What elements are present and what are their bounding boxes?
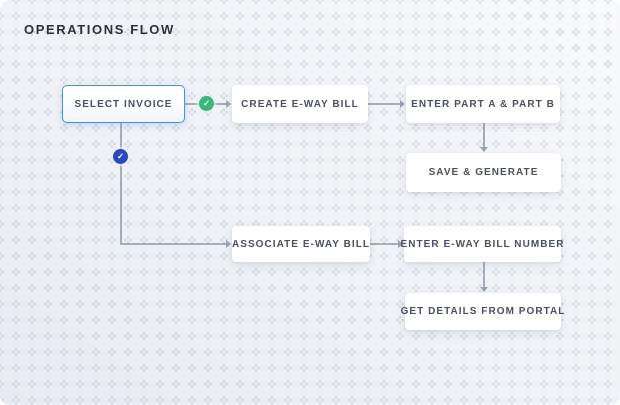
- node-get-details-from-portal[interactable]: GET DETAILS FROM PORTAL: [401, 293, 564, 330]
- node-enter-eway-bill-number[interactable]: ENTER E-WAY BILL NUMBER: [401, 226, 563, 262]
- edge-associate-to-number: [370, 243, 398, 245]
- edge-elbow-to-associate: [120, 243, 226, 245]
- check-icon-create-path: ✓: [199, 96, 214, 111]
- edge-create-to-enter-part: [368, 103, 400, 105]
- node-create-eway-bill[interactable]: CREATE E-WAY BILL: [232, 85, 368, 123]
- edge-select-down-branch: [120, 123, 122, 245]
- node-enter-part-a-and-b[interactable]: ENTER PART A & PART B: [406, 85, 560, 123]
- edge-number-to-portal: [483, 262, 485, 287]
- edge-enter-part-to-save: [483, 123, 485, 147]
- page-title: OPERATIONS FLOW: [24, 22, 175, 37]
- node-associate-eway-bill[interactable]: ASSOCIATE E-WAY BILL: [232, 226, 370, 262]
- node-save-and-generate[interactable]: SAVE & GENERATE: [406, 153, 561, 192]
- check-icon-associate-path: ✓: [113, 149, 128, 164]
- node-select-invoice[interactable]: SELECT INVOICE: [62, 85, 185, 123]
